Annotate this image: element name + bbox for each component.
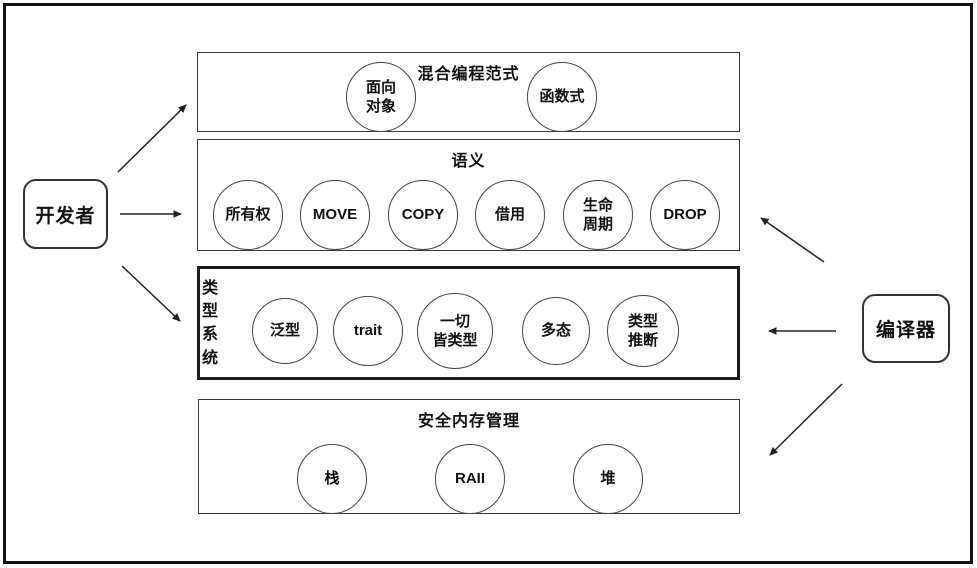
node-trait: trait [333, 296, 403, 366]
node-copy: COPY [388, 180, 458, 250]
node-lifetime: 生命 周期 [563, 180, 633, 250]
panel-mixed-paradigms-title: 混合编程范式 [417, 66, 520, 83]
node-everything-is-a-type: 一切 皆类型 [417, 293, 493, 369]
node-functional: 函数式 [527, 62, 597, 132]
node-object-oriented: 面向 对象 [346, 62, 416, 132]
outer-border [3, 3, 973, 564]
node-raii: RAII [435, 444, 505, 514]
node-stack: 栈 [297, 444, 367, 514]
node-move: MOVE [300, 180, 370, 250]
panel-memory-safety-title: 安全内存管理 [417, 413, 520, 430]
panel-mixed-paradigms: 混合编程范式 [197, 52, 740, 132]
node-drop: DROP [650, 180, 720, 250]
actor-developer: 开发者 [23, 179, 108, 249]
panel-semantics: 语义 [197, 139, 740, 251]
node-heap: 堆 [573, 444, 643, 514]
node-ownership: 所有权 [213, 180, 283, 250]
node-type-inference: 类型 推断 [607, 295, 679, 367]
actor-compiler: 编译器 [862, 294, 950, 363]
node-borrow: 借用 [475, 180, 545, 250]
panel-semantics-title: 语义 [451, 153, 486, 170]
node-generics: 泛型 [252, 298, 318, 364]
panel-type-system-title: 类型系统 [201, 280, 218, 367]
node-polymorphism: 多态 [522, 297, 590, 365]
